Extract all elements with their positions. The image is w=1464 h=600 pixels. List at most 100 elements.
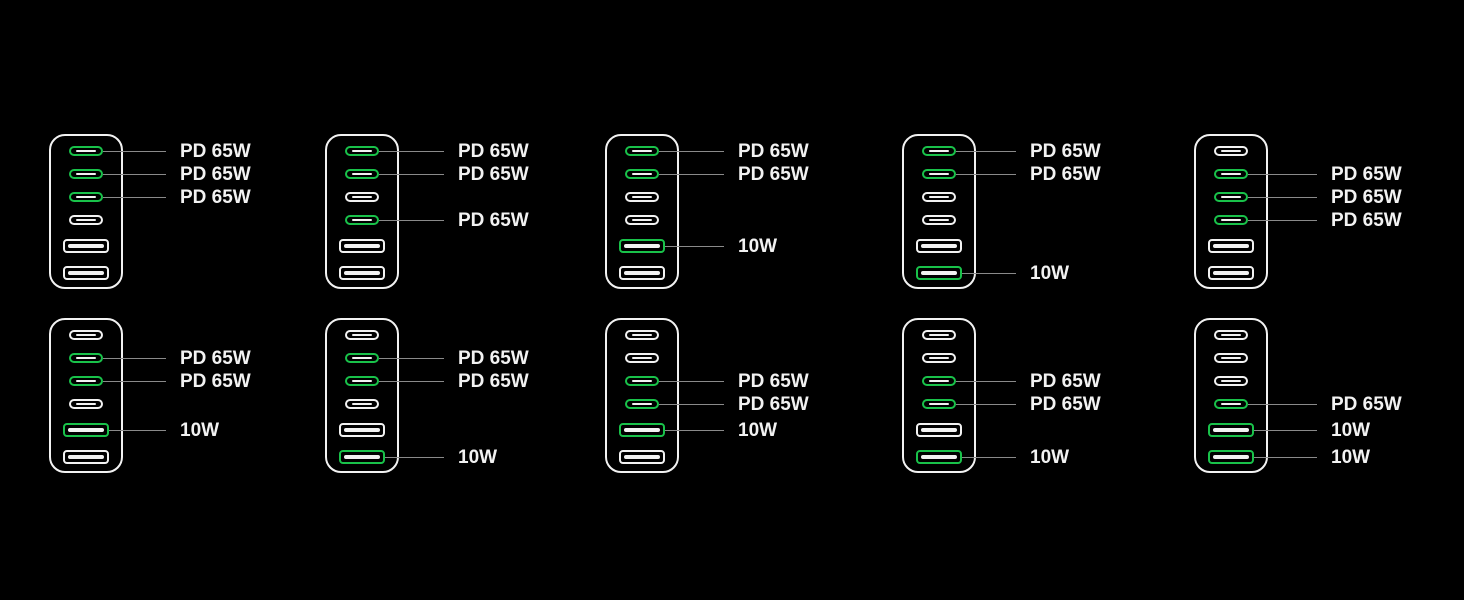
usb-c-port	[625, 215, 659, 225]
power-label: 10W	[1030, 263, 1070, 284]
leader-line	[659, 381, 724, 382]
usb-a-port	[63, 450, 109, 464]
leader-line	[956, 381, 1016, 382]
usb-c-port	[922, 215, 956, 225]
power-label: PD 65W	[458, 210, 529, 231]
usb-c-port	[625, 330, 659, 340]
usb-a-port-active	[619, 239, 665, 253]
usb-a-port	[339, 423, 385, 437]
power-label: 10W	[1030, 447, 1070, 468]
usb-c-port-active	[922, 146, 956, 156]
charger-outline	[902, 318, 976, 473]
usb-c-port-active	[345, 146, 379, 156]
usb-a-port	[619, 266, 665, 280]
usb-c-port-active	[69, 376, 103, 386]
leader-line	[665, 430, 724, 431]
leader-line	[1254, 430, 1317, 431]
leader-line	[1248, 220, 1317, 221]
charger-outline	[1194, 134, 1268, 289]
usb-a-port-active	[1208, 450, 1254, 464]
leader-line	[103, 151, 166, 152]
power-label: PD 65W	[738, 371, 809, 392]
power-label: PD 65W	[180, 371, 251, 392]
usb-a-port	[1208, 239, 1254, 253]
leader-line	[103, 358, 166, 359]
usb-c-port-active	[345, 169, 379, 179]
usb-a-port-active	[1208, 423, 1254, 437]
charger-outline	[605, 134, 679, 289]
power-label: PD 65W	[1030, 371, 1101, 392]
power-label: 10W	[180, 420, 220, 441]
usb-c-port-active	[625, 169, 659, 179]
usb-c-port-active	[69, 169, 103, 179]
usb-a-port	[63, 239, 109, 253]
usb-c-port-active	[69, 146, 103, 156]
charger-outline	[49, 318, 123, 473]
usb-c-port-active	[1214, 169, 1248, 179]
usb-a-port	[916, 239, 962, 253]
usb-c-port	[69, 215, 103, 225]
leader-line	[103, 381, 166, 382]
usb-c-port	[345, 399, 379, 409]
power-label: PD 65W	[458, 348, 529, 369]
usb-a-port-active	[619, 423, 665, 437]
power-label: PD 65W	[180, 348, 251, 369]
usb-c-port-active	[625, 376, 659, 386]
charger-outline	[902, 134, 976, 289]
power-label: 10W	[738, 420, 778, 441]
usb-a-port	[619, 450, 665, 464]
leader-line	[379, 220, 444, 221]
charger-outline	[325, 318, 399, 473]
usb-c-port-active	[1214, 215, 1248, 225]
usb-c-port	[1214, 330, 1248, 340]
usb-c-port-active	[625, 146, 659, 156]
usb-c-port	[922, 192, 956, 202]
usb-c-port	[1214, 146, 1248, 156]
leader-line	[956, 151, 1016, 152]
leader-line	[659, 404, 724, 405]
power-label: PD 65W	[180, 164, 251, 185]
power-label: PD 65W	[1030, 141, 1101, 162]
usb-a-port-active	[63, 423, 109, 437]
leader-line	[659, 174, 724, 175]
charger-outline	[605, 318, 679, 473]
usb-a-port-active	[916, 266, 962, 280]
leader-line	[956, 174, 1016, 175]
leader-line	[1248, 197, 1317, 198]
usb-c-port-active	[922, 399, 956, 409]
leader-line	[379, 151, 444, 152]
usb-c-port	[625, 353, 659, 363]
power-label: PD 65W	[180, 187, 251, 208]
usb-a-port-active	[916, 450, 962, 464]
usb-c-port	[922, 330, 956, 340]
usb-c-port	[345, 330, 379, 340]
power-label: PD 65W	[738, 164, 809, 185]
power-label: PD 65W	[1331, 394, 1402, 415]
leader-line	[659, 151, 724, 152]
power-label: PD 65W	[1331, 210, 1402, 231]
power-label: 10W	[738, 236, 778, 257]
leader-line	[379, 358, 444, 359]
leader-line	[103, 174, 166, 175]
power-label: PD 65W	[1030, 394, 1101, 415]
usb-c-port-active	[625, 399, 659, 409]
leader-line	[379, 381, 444, 382]
usb-a-port	[916, 423, 962, 437]
power-label: PD 65W	[458, 371, 529, 392]
usb-c-port	[69, 330, 103, 340]
leader-line	[103, 197, 166, 198]
usb-a-port	[339, 239, 385, 253]
usb-c-port-active	[922, 376, 956, 386]
power-label: PD 65W	[738, 141, 809, 162]
usb-c-port-active	[345, 376, 379, 386]
usb-a-port-active	[339, 450, 385, 464]
power-label: PD 65W	[180, 141, 251, 162]
usb-c-port	[1214, 353, 1248, 363]
leader-line	[379, 174, 444, 175]
usb-c-port	[922, 353, 956, 363]
charger-outline	[1194, 318, 1268, 473]
power-label: PD 65W	[1030, 164, 1101, 185]
power-label: PD 65W	[738, 394, 809, 415]
usb-c-port	[1214, 376, 1248, 386]
leader-line	[1254, 457, 1317, 458]
